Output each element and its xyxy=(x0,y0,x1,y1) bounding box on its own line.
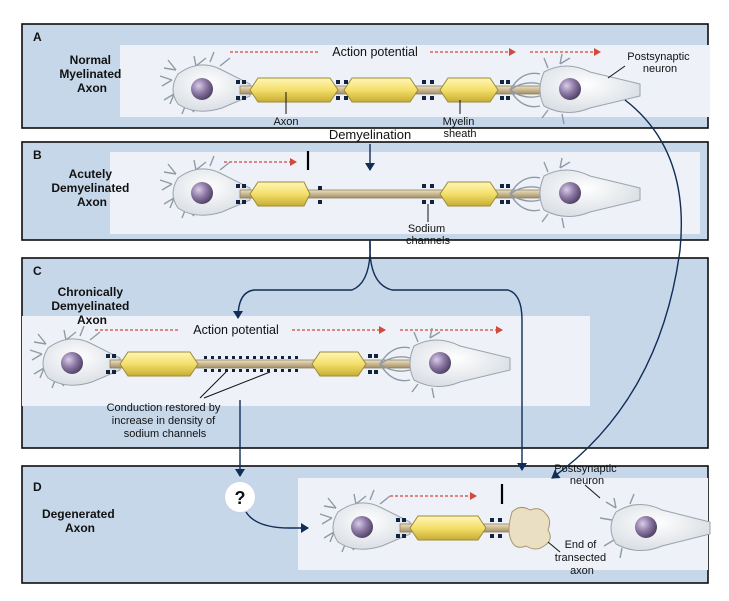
action-potential-label: Action potential xyxy=(332,45,417,59)
flow-arrow-a-to-d xyxy=(551,99,683,479)
panel-c-letter: C xyxy=(33,264,42,278)
myelin-sheath-label: Myelin sheath xyxy=(443,116,478,140)
transected-axon-end xyxy=(508,506,551,550)
presynaptic-neuron xyxy=(319,489,411,553)
panel-d-letter: D xyxy=(33,480,42,494)
presynaptic-neuron xyxy=(159,51,251,115)
panel-b-title: Acutely Demyelinated Axon xyxy=(51,167,132,209)
synaptic-terminals xyxy=(379,346,411,382)
postsynaptic-label: Postsynaptic neuron xyxy=(554,463,619,487)
presynaptic-neuron xyxy=(29,325,121,389)
panel-a: A Normal Myelinated Axon Action potentia… xyxy=(21,23,710,140)
synaptic-terminals xyxy=(509,176,541,212)
panel-b: B Acutely Demyelinated Axon xyxy=(21,141,709,247)
myelin-sheath xyxy=(119,351,199,377)
flow-arrow-to-chronic xyxy=(233,239,371,319)
postsynaptic-leader xyxy=(584,484,601,499)
conduction-restored-label: Conduction restored by increase in densi… xyxy=(107,402,224,440)
sodium-channels-label: Sodium channels xyxy=(406,223,451,247)
myelin-sheath xyxy=(343,77,419,103)
conduction-leader xyxy=(203,371,271,399)
question-mark: ? xyxy=(235,488,246,508)
panel-d: D Degenerated Axon Postsynaptic xyxy=(21,463,711,584)
myelin-sheath xyxy=(439,77,499,103)
panel-a-letter: A xyxy=(33,30,42,44)
conduction-leader xyxy=(199,371,227,399)
flow-arrow-question-to-d xyxy=(245,511,309,533)
flow-arrow-to-degenerated xyxy=(369,239,527,471)
postsynaptic-neuron xyxy=(539,157,641,229)
question-bubble xyxy=(223,480,257,514)
panel-d-title: Degenerated Axon xyxy=(42,507,118,535)
sodium-channels xyxy=(236,80,510,100)
myelin-sheath xyxy=(439,181,499,207)
sodium-channels xyxy=(236,184,510,204)
postsynaptic-leader xyxy=(607,65,626,79)
transected-leader xyxy=(547,541,561,553)
panel-c-title: Chronically Demyelinated Axon xyxy=(51,285,132,327)
panel-a-title: Normal Myelinated Axon xyxy=(59,53,124,95)
myelin-sheath xyxy=(249,181,311,207)
panel-c: C Chronically Demyelinated Axon Action p… xyxy=(21,257,709,449)
postsynaptic-neuron xyxy=(539,53,641,125)
sodium-channels xyxy=(396,518,502,538)
axon-label: Axon xyxy=(273,116,298,128)
dense-sodium-channels xyxy=(106,354,378,374)
myelin-sheath xyxy=(409,515,487,541)
postsynaptic-label: Postsynaptic neuron xyxy=(627,51,692,75)
myelin-sheath xyxy=(249,77,339,103)
panel-b-letter: B xyxy=(33,148,42,162)
presynaptic-neuron xyxy=(159,155,251,219)
postsynaptic-neuron xyxy=(599,493,711,559)
action-potential-label: Action potential xyxy=(193,323,278,337)
postsynaptic-neuron xyxy=(409,327,511,399)
synaptic-terminals xyxy=(509,72,541,108)
myelin-sheath xyxy=(311,351,367,377)
end-transected-label: End of transected axon xyxy=(555,539,609,577)
demyelination-label: Demyelination xyxy=(329,127,411,142)
